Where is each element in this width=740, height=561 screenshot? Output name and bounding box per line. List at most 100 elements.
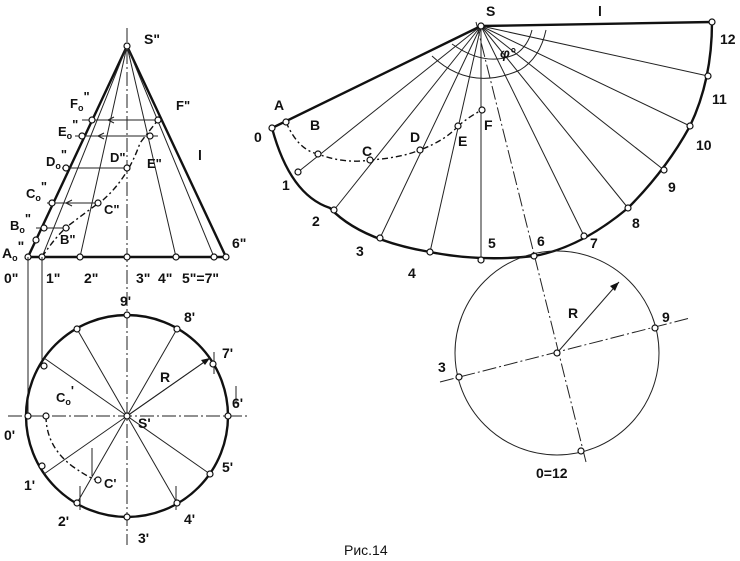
top-point-4 bbox=[173, 499, 181, 507]
dev-label-3: 3 bbox=[356, 243, 364, 259]
dev-point-0 bbox=[268, 124, 276, 132]
top-label-7: 7' bbox=[222, 345, 233, 361]
angle-arc-inner bbox=[451, 29, 533, 60]
dev-curve-point-f bbox=[478, 106, 486, 114]
top-point-c0 bbox=[42, 412, 50, 420]
c0-label: Co" bbox=[26, 179, 47, 203]
base-circle-axis bbox=[439, 317, 691, 383]
base-circle-view: 3 9 0=12 R bbox=[438, 250, 691, 481]
front-point-c0 bbox=[48, 199, 56, 207]
base-label-6: 6" bbox=[232, 235, 246, 251]
base-label-3: 3 bbox=[438, 359, 446, 375]
angle-arc-outer bbox=[431, 29, 547, 79]
dev-angle-label: φ° bbox=[500, 45, 516, 61]
dev-curve-point-a bbox=[282, 118, 290, 126]
dev-point-9 bbox=[660, 166, 668, 174]
development-view: S l φ° 0 1 2 3 4 5 6 7 8 9 10 11 12 A B … bbox=[254, 3, 736, 463]
top-radius-arrowhead bbox=[201, 358, 210, 365]
front-point-d0 bbox=[62, 164, 70, 172]
top-label-6: 6' bbox=[232, 395, 243, 411]
dev-label-12: 12 bbox=[720, 31, 736, 47]
base-center-point bbox=[553, 349, 561, 357]
front-generator-5 bbox=[126, 45, 215, 258]
dev-label-e: E bbox=[458, 133, 467, 149]
e0-label: Eo" bbox=[58, 117, 78, 141]
front-point-b bbox=[62, 224, 70, 232]
top-point-2 bbox=[73, 499, 81, 507]
dev-label-5: 5 bbox=[488, 235, 496, 251]
top-point-c bbox=[94, 476, 102, 484]
dev-label-9: 9 bbox=[668, 179, 676, 195]
c-level-arrow bbox=[65, 199, 96, 207]
top-point-7 bbox=[209, 360, 217, 368]
top-point-3 bbox=[123, 513, 131, 521]
front-point-f0 bbox=[88, 116, 96, 124]
top-label-0: 0' bbox=[4, 427, 15, 443]
dev-label-c: C bbox=[362, 143, 372, 159]
dev-radial-2 bbox=[333, 25, 482, 211]
top-label-1: 1' bbox=[24, 477, 35, 493]
base-radius-line bbox=[556, 281, 620, 354]
front-point-b0 bbox=[40, 224, 48, 232]
dev-label-b: B bbox=[310, 117, 320, 133]
front-point-e0 bbox=[78, 132, 86, 140]
base-point-9 bbox=[651, 324, 659, 332]
front-generator-4 bbox=[126, 45, 177, 258]
base-label-0: 0" bbox=[4, 270, 18, 286]
base-circle bbox=[454, 250, 660, 456]
top-label-c: C' bbox=[104, 476, 116, 491]
top-label-4: 4' bbox=[184, 511, 195, 527]
dev-radial-10 bbox=[480, 25, 691, 127]
development-axis bbox=[475, 21, 587, 463]
front-point-5 bbox=[210, 253, 218, 261]
dev-apex-point bbox=[477, 22, 485, 30]
dev-point-12 bbox=[708, 18, 716, 26]
base-point-3 bbox=[455, 373, 463, 381]
top-label-c0: Co' bbox=[56, 383, 74, 407]
dev-label-7: 7 bbox=[590, 235, 598, 251]
base-label-5-7: 5"=7" bbox=[182, 270, 219, 286]
dev-radial-3 bbox=[379, 25, 482, 239]
dev-label-6: 6 bbox=[537, 233, 545, 249]
base-radius-arrowhead bbox=[610, 282, 619, 291]
dev-label-11: 11 bbox=[712, 91, 727, 107]
d-front-label: D" bbox=[110, 150, 126, 165]
dev-curve-point-e bbox=[454, 122, 462, 130]
top-point-5 bbox=[206, 470, 214, 478]
dev-label-8: 8 bbox=[632, 215, 640, 231]
dev-point-3 bbox=[376, 234, 384, 242]
dev-curve-point-b bbox=[314, 150, 322, 158]
top-label-5: 5' bbox=[222, 459, 233, 475]
development-right-edge bbox=[480, 20, 713, 28]
dev-label-0: 0 bbox=[254, 129, 262, 145]
top-point-0 bbox=[24, 412, 32, 420]
dev-point-6 bbox=[530, 252, 538, 260]
dev-point-2 bbox=[330, 206, 338, 214]
front-apex-label: S" bbox=[144, 31, 160, 47]
development-left-edge bbox=[271, 24, 482, 130]
front-point-a0 bbox=[32, 236, 40, 244]
e-front-label: E" bbox=[147, 156, 162, 171]
front-point-c bbox=[94, 199, 102, 207]
front-section-curve bbox=[41, 119, 159, 258]
top-label-3: 3' bbox=[138, 530, 149, 546]
front-point-3 bbox=[123, 253, 131, 261]
front-view: S" l 0" 1" 2" 3" 4" 5"=7" 6" Ao" Bo" Co"… bbox=[2, 28, 246, 545]
dev-point-7 bbox=[580, 232, 588, 240]
f0-label: Fo" bbox=[70, 89, 90, 113]
dev-radial-7 bbox=[480, 25, 585, 237]
dev-point-1 bbox=[294, 168, 302, 176]
cone-left-generatrix bbox=[26, 45, 129, 258]
front-generator-1 bbox=[41, 45, 128, 258]
dev-curve-point-c bbox=[366, 156, 374, 164]
top-label-8: 8' bbox=[184, 309, 195, 325]
dev-point-5 bbox=[477, 256, 485, 264]
front-generator-2 bbox=[79, 45, 128, 258]
c-front-label: C" bbox=[104, 202, 120, 217]
e-level-arrow bbox=[97, 132, 140, 140]
dev-generatrix-label: l bbox=[598, 3, 602, 19]
front-point-d bbox=[123, 164, 131, 172]
base-label-9: 9 bbox=[662, 309, 670, 325]
top-view: S' R 0' 1' 2' 3' 4' 5' 6' 7' 8' 9' C' Co… bbox=[4, 257, 250, 546]
base-radius-label: R bbox=[568, 305, 578, 321]
